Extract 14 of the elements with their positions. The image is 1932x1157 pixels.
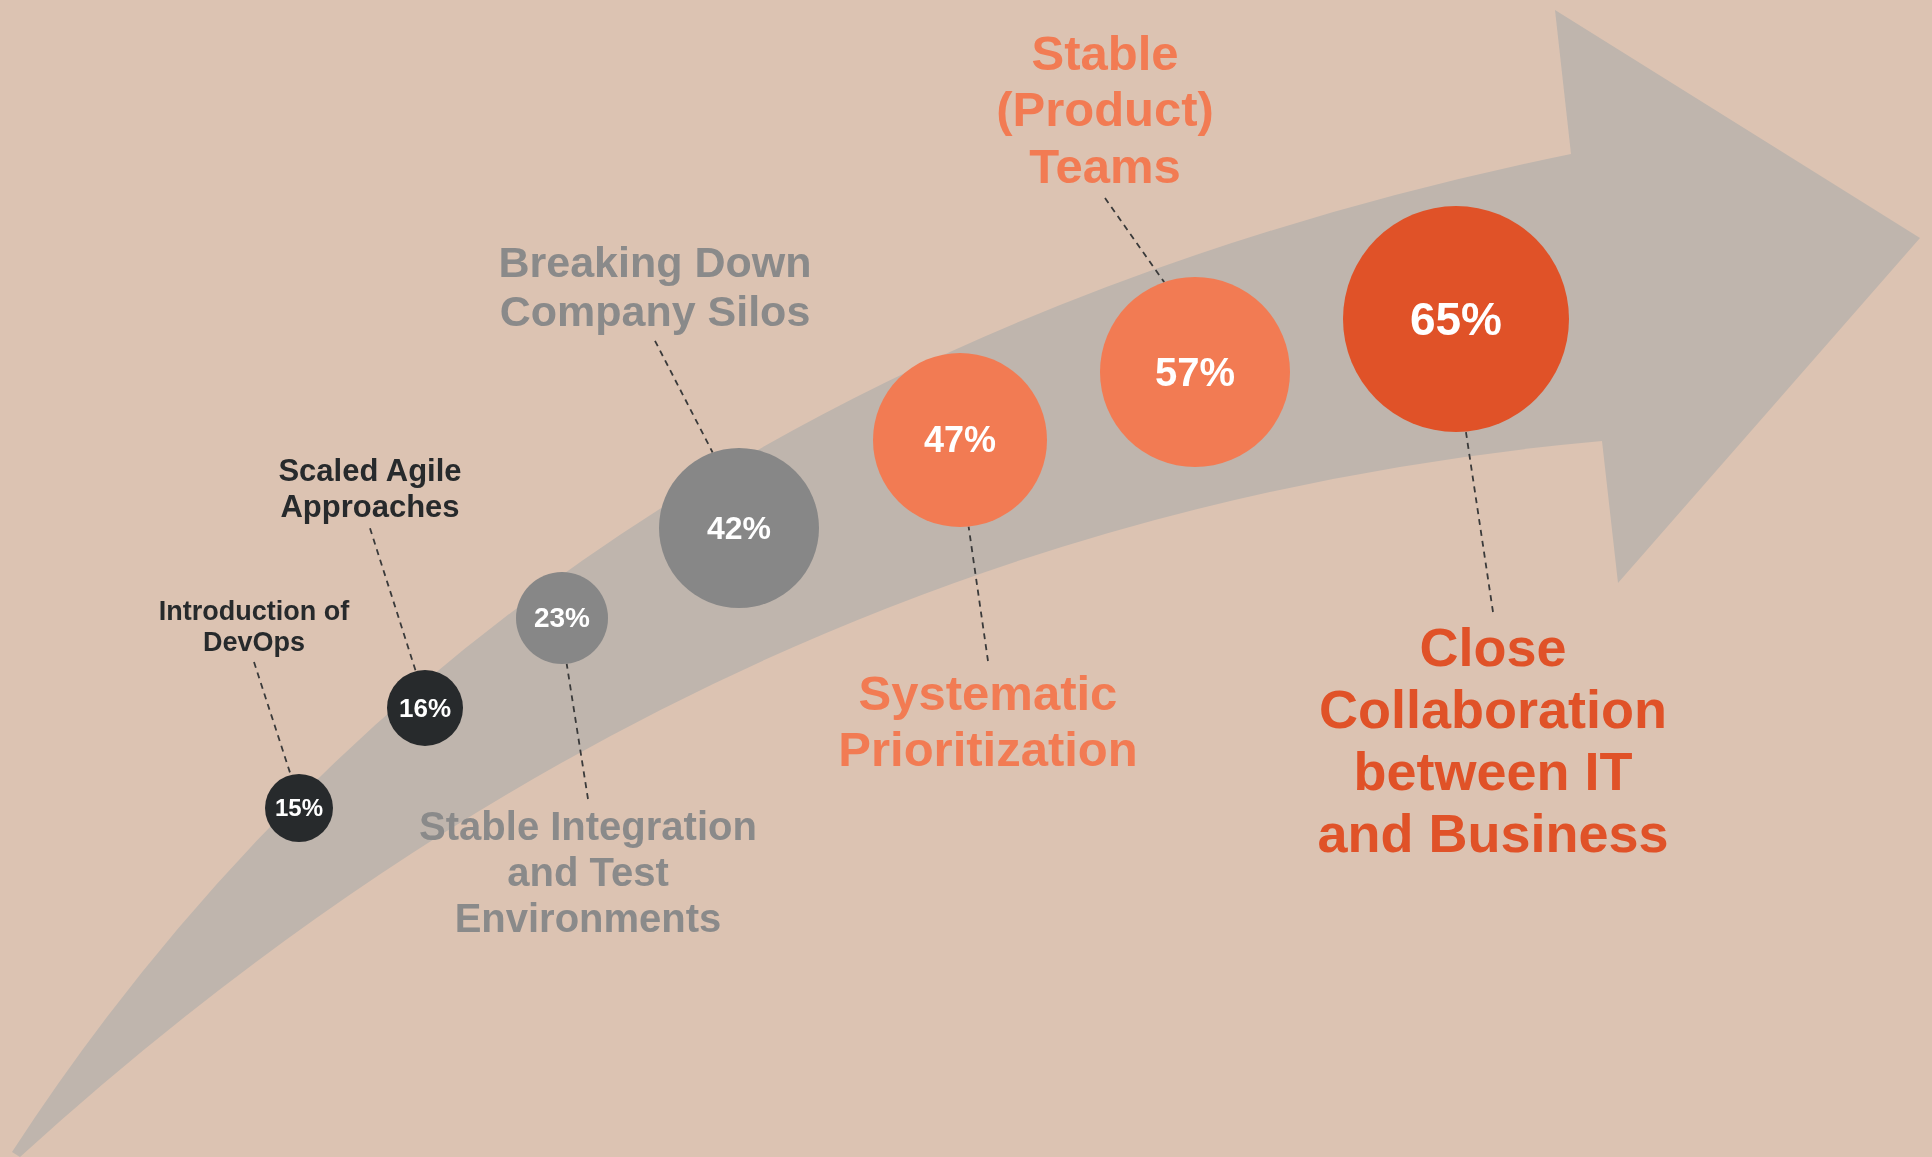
leader-line <box>253 661 292 776</box>
milestone-label: Scaled Agile Approaches <box>255 453 485 525</box>
milestone-label: Introduction of DevOps <box>154 596 354 659</box>
leader-line <box>369 527 417 673</box>
milestone-label: Stable Integration and Test Environments <box>393 803 783 941</box>
milestone-label: Stable (Product) Teams <box>990 25 1220 195</box>
leader-line <box>1465 430 1494 613</box>
leader-line <box>654 340 714 454</box>
milestone-label: Close Collaboration between IT and Business <box>1308 616 1678 865</box>
milestone-label: Breaking Down Company Silos <box>455 238 855 337</box>
leader-line <box>1104 197 1166 284</box>
leader-line <box>967 525 989 662</box>
milestone-label: Systematic Prioritization <box>808 665 1168 778</box>
leader-line <box>565 662 589 800</box>
